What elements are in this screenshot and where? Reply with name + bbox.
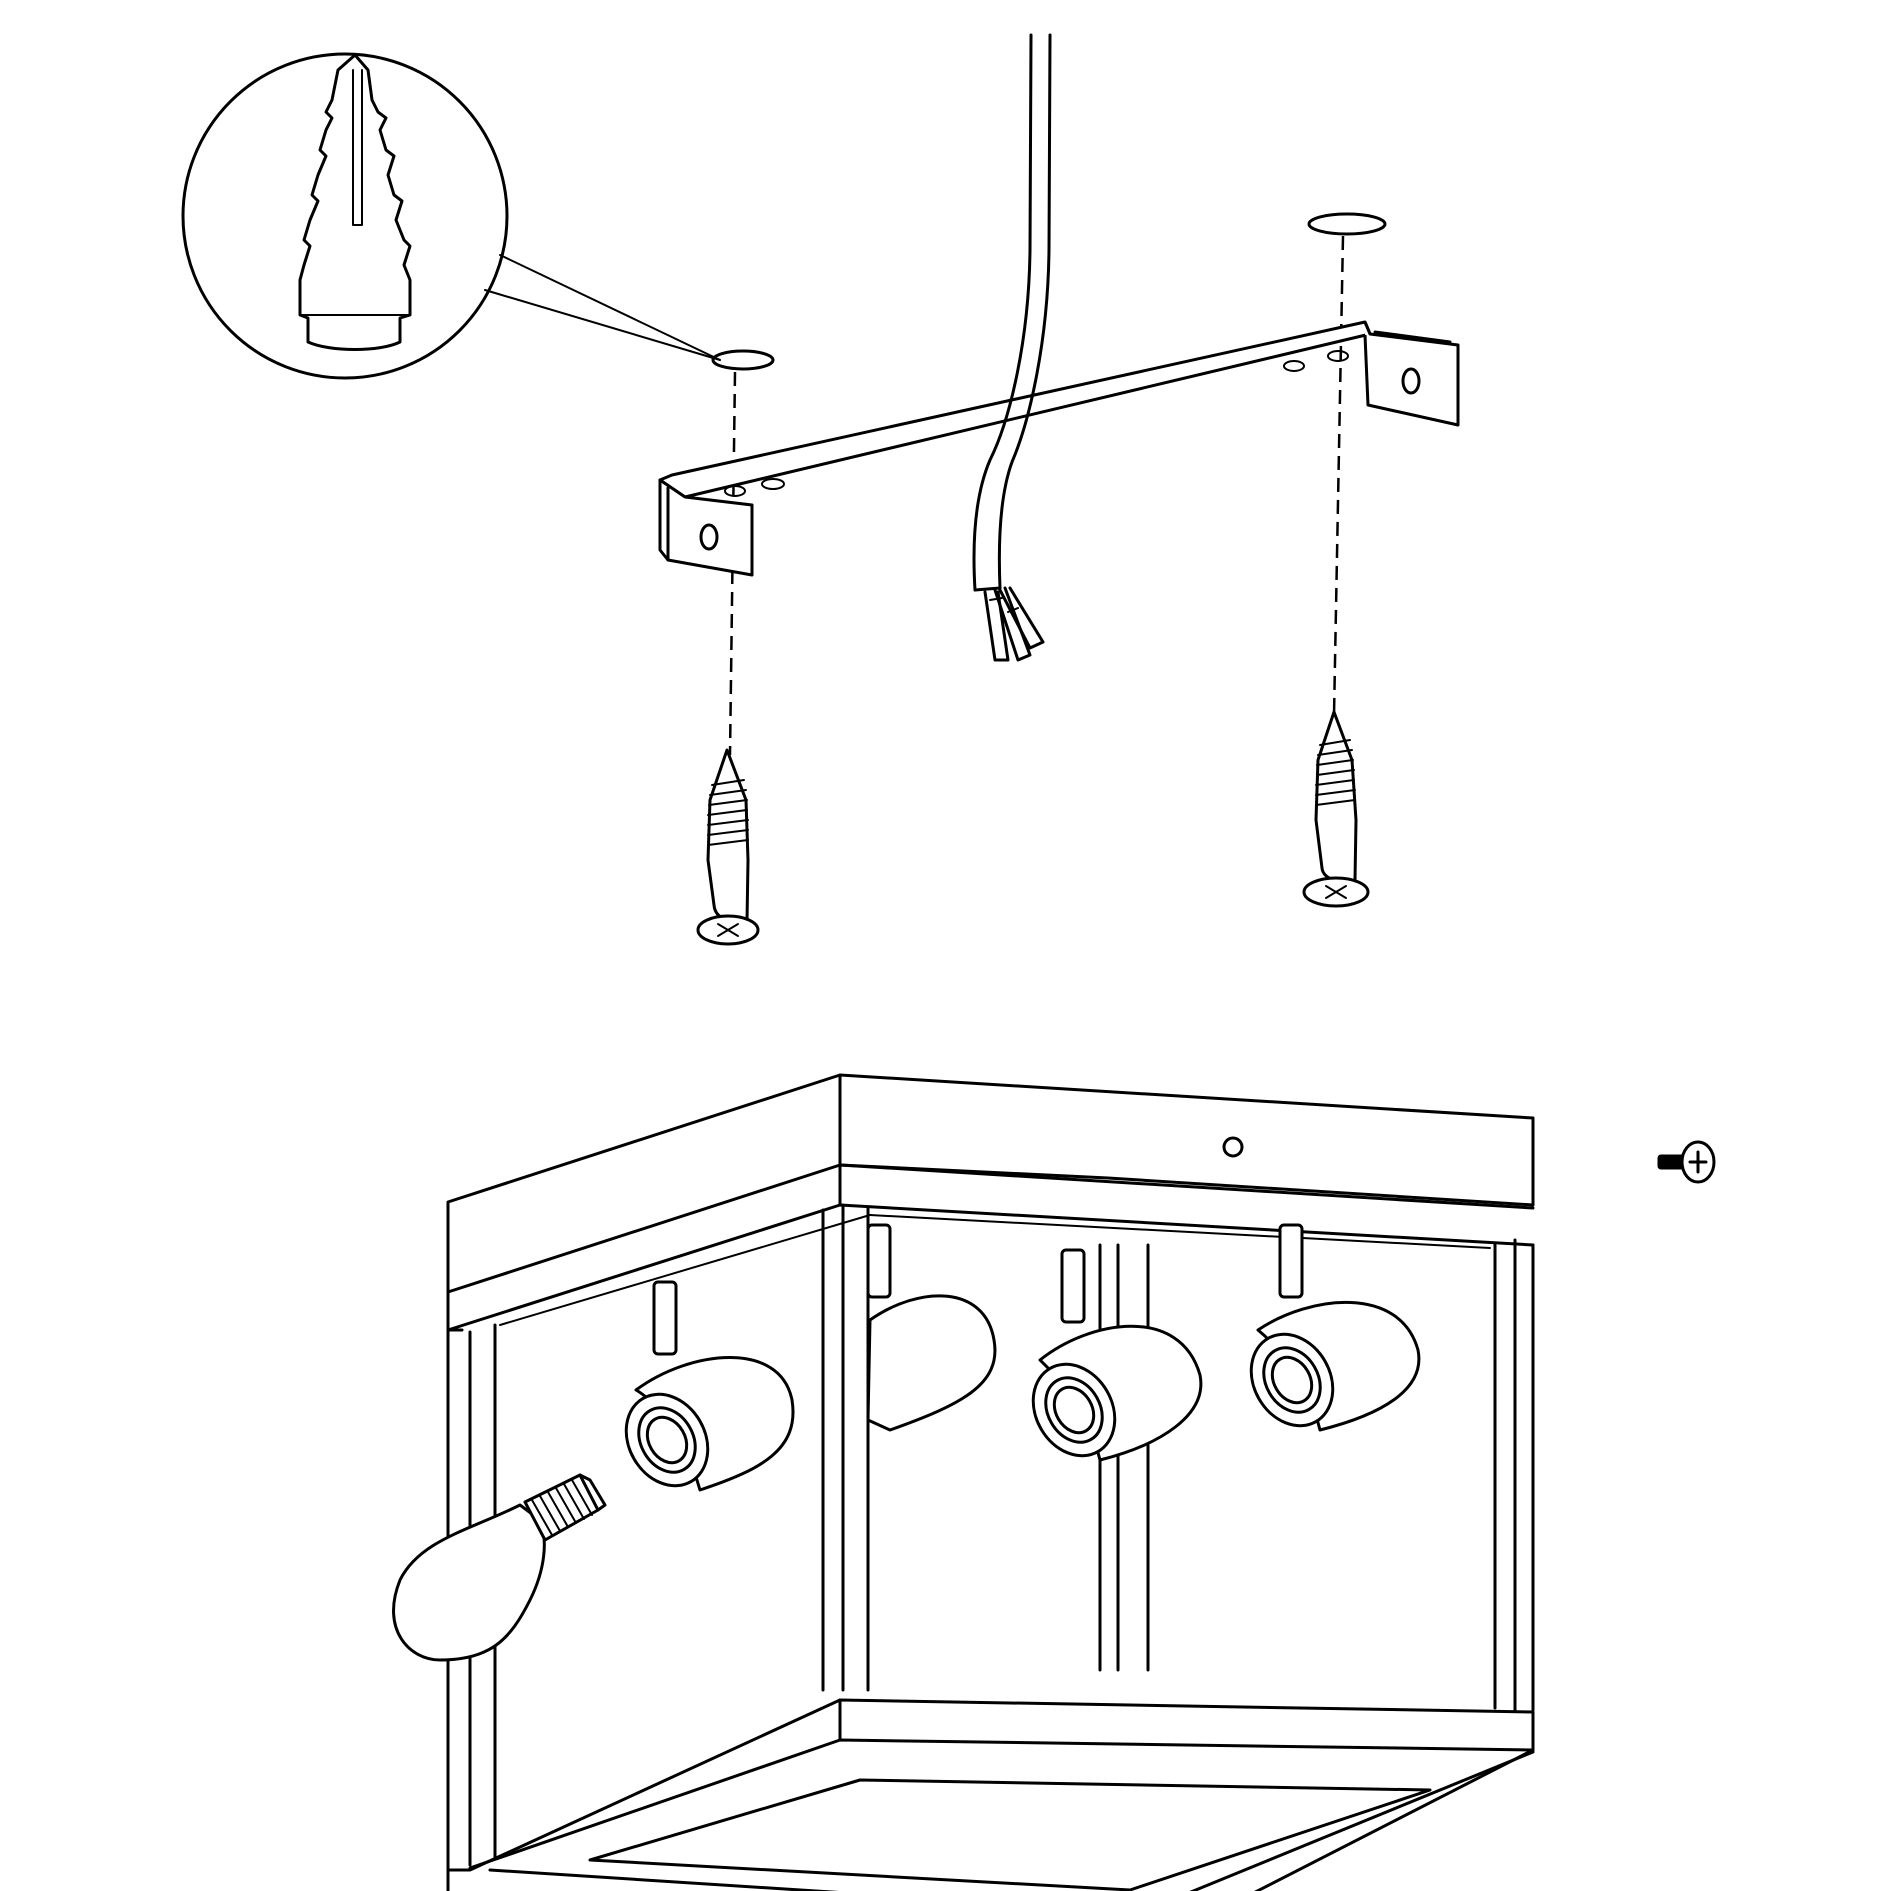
socket-3	[1031, 1248, 1203, 1462]
ceiling-hole-right	[1307, 212, 1387, 236]
supply-cable	[972, 33, 1052, 662]
bracket-icon	[658, 320, 1460, 577]
small-screw-icon	[1657, 1140, 1716, 1184]
canopy-hole	[1222, 1136, 1244, 1158]
small-screw	[1657, 1140, 1716, 1184]
light-bulb	[392, 1473, 607, 1662]
cable-icon	[972, 33, 1052, 662]
socket-2	[866, 1223, 997, 1432]
ceiling-luminaire-frame	[446, 1073, 1535, 1891]
socket-1	[624, 1280, 795, 1492]
detail-leader-top	[499, 254, 721, 361]
spotlight-sockets	[624, 1223, 1421, 1492]
luminaire-icon	[446, 1073, 1535, 1891]
wall-plug-icon	[298, 53, 412, 351]
ceiling-hole-left	[711, 349, 775, 371]
lamp-socket-icon	[624, 1223, 1421, 1492]
detail-leader-bottom	[484, 289, 721, 361]
detail-circle	[181, 52, 509, 380]
screw-icon	[696, 710, 1370, 946]
wall-plug-detail	[181, 52, 721, 380]
mounting-bracket	[658, 320, 1460, 577]
alignment-line-right	[1332, 235, 1345, 716]
socket-4	[1249, 1223, 1421, 1432]
bulb-icon	[392, 1473, 607, 1662]
alignment-line-left	[728, 371, 737, 756]
fixing-screws	[696, 710, 1370, 946]
